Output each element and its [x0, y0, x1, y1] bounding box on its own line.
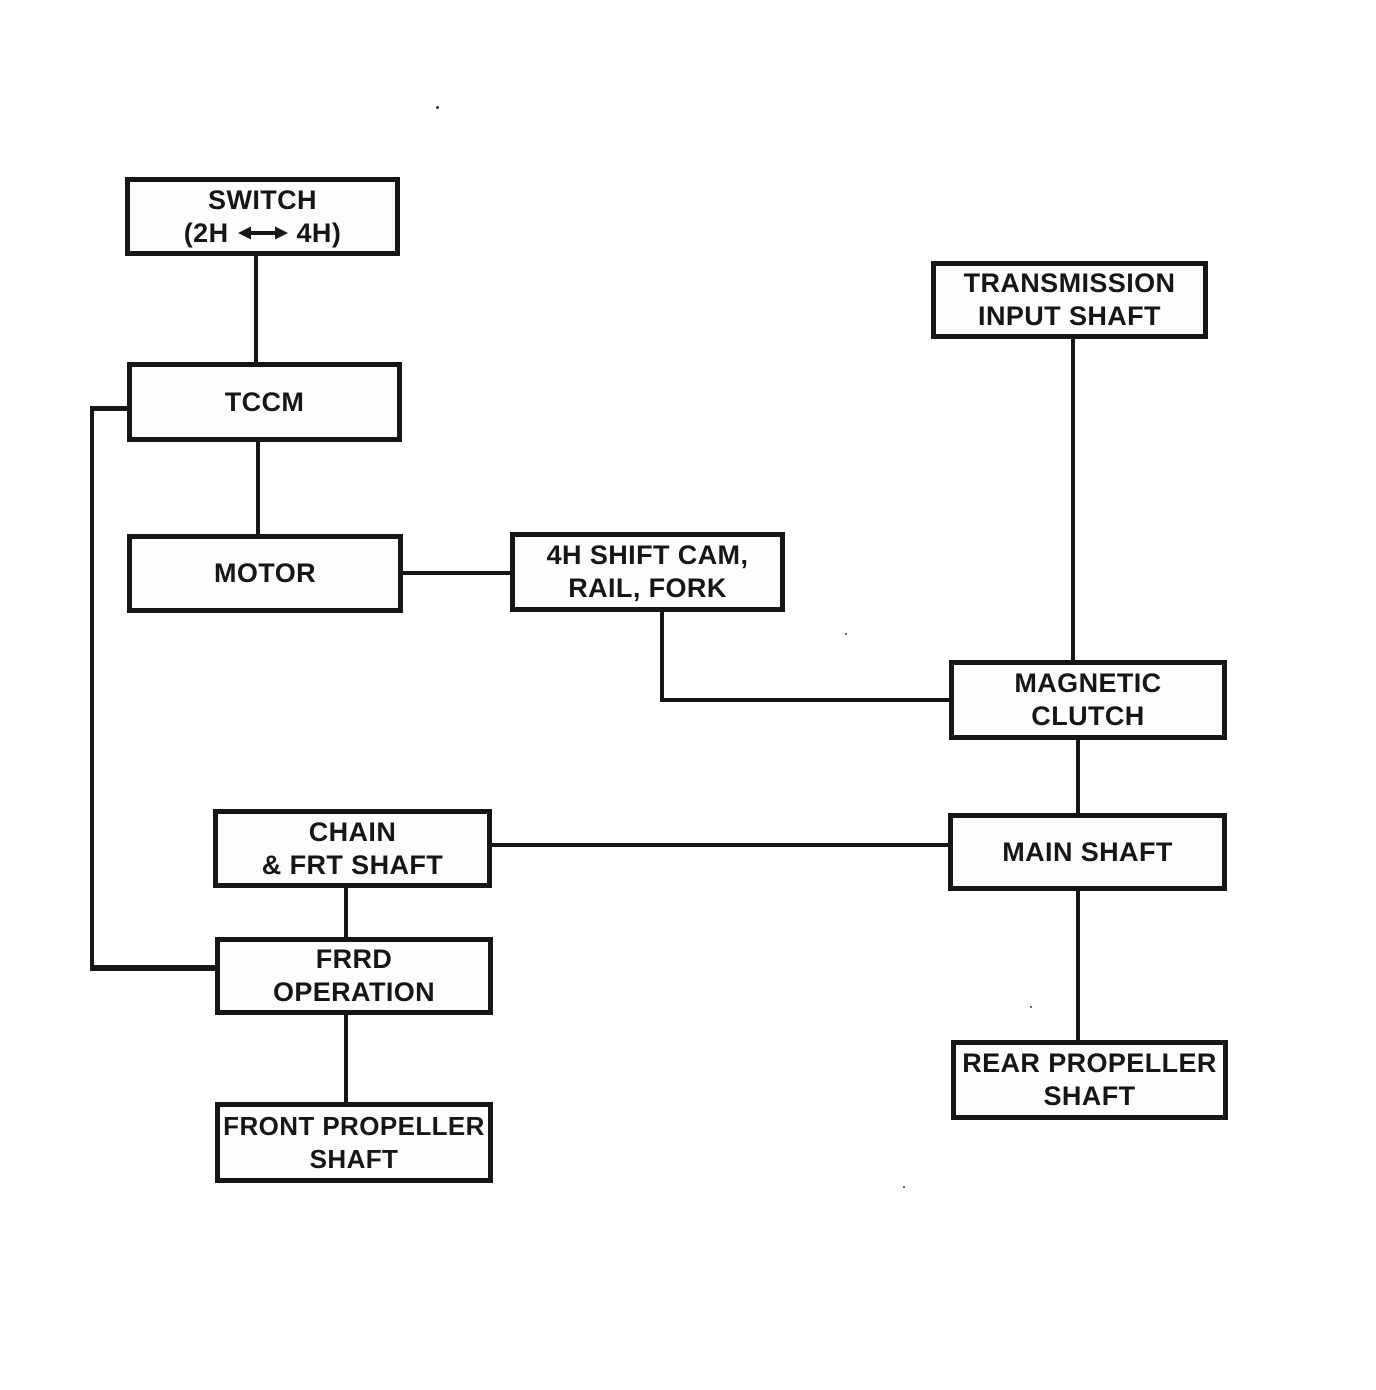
switch-mode-4h: 4H) — [296, 217, 342, 248]
connector-tccm-frrd-operation-vertical — [90, 406, 94, 970]
node-transmission-input-shaft: TRANSMISSION INPUT SHAFT — [931, 261, 1208, 339]
connector-main-shaft-chain-frt-shaft — [492, 843, 948, 847]
node-main-shaft-label: MAIN SHAFT — [1002, 836, 1173, 867]
node-rear-propeller-shaft: REAR PROPELLER SHAFT — [951, 1040, 1228, 1120]
connector-motor-shift-cam — [403, 571, 510, 575]
connector-shift-cam-magnetic-clutch-vertical — [660, 612, 664, 702]
connector-tccm-frrd-operation-horizontal — [90, 965, 218, 971]
node-switch-label: SWITCH — [208, 184, 317, 215]
node-chain-frt-shaft-label: CHAIN & FRT SHAFT — [261, 816, 444, 880]
node-transmission-input-shaft-label: TRANSMISSION INPUT SHAFT — [963, 268, 1176, 331]
scan-speck — [1030, 1006, 1032, 1008]
node-frrd-operation: FRRD OPERATION — [215, 937, 493, 1015]
node-switch: SWITCH (2H 4H) — [125, 177, 400, 256]
node-shift-cam-label: 4H SHIFT CAM, RAIL, FORK — [546, 540, 749, 603]
switch-mode-2h: (2H — [183, 217, 229, 248]
node-tccm: TCCM — [127, 362, 402, 442]
node-motor-label: MOTOR — [214, 558, 316, 588]
connector-tccm-frrd-operation-stub — [90, 406, 130, 411]
node-tccm-label: TCCM — [224, 386, 305, 417]
node-motor: MOTOR — [127, 534, 403, 613]
scan-speck — [436, 106, 439, 109]
connector-transmission-input-shaft-magnetic-clutch — [1071, 339, 1075, 660]
node-front-propeller-shaft: FRONT PROPELLER SHAFT — [215, 1102, 493, 1183]
double-arrow-icon — [237, 226, 288, 240]
connector-frrd-operation-front-propeller-shaft — [344, 1015, 348, 1102]
connector-shift-cam-magnetic-clutch-horizontal — [660, 698, 949, 702]
connector-chain-frt-shaft-frrd-operation — [344, 888, 348, 937]
node-switch-modes: (2H 4H) — [184, 217, 341, 250]
node-frrd-operation-label: FRRD OPERATION — [272, 944, 436, 1007]
connector-switch-tccm — [254, 256, 258, 362]
scan-speck — [903, 1186, 905, 1188]
scan-speck — [845, 633, 847, 635]
node-magnetic-clutch-label: MAGNETIC CLUTCH — [1014, 668, 1162, 731]
node-main-shaft: MAIN SHAFT — [948, 813, 1227, 891]
connector-tccm-motor — [256, 442, 260, 534]
connector-main-shaft-rear-propeller-shaft — [1076, 891, 1080, 1040]
connector-magnetic-clutch-main-shaft — [1076, 740, 1080, 813]
node-chain-frt-shaft: CHAIN & FRT SHAFT — [213, 809, 492, 888]
node-magnetic-clutch: MAGNETIC CLUTCH — [949, 660, 1227, 740]
node-front-propeller-shaft-label: FRONT PROPELLER SHAFT — [223, 1110, 485, 1174]
node-shift-cam: 4H SHIFT CAM, RAIL, FORK — [510, 532, 785, 612]
node-rear-propeller-shaft-label: REAR PROPELLER SHAFT — [962, 1048, 1217, 1111]
